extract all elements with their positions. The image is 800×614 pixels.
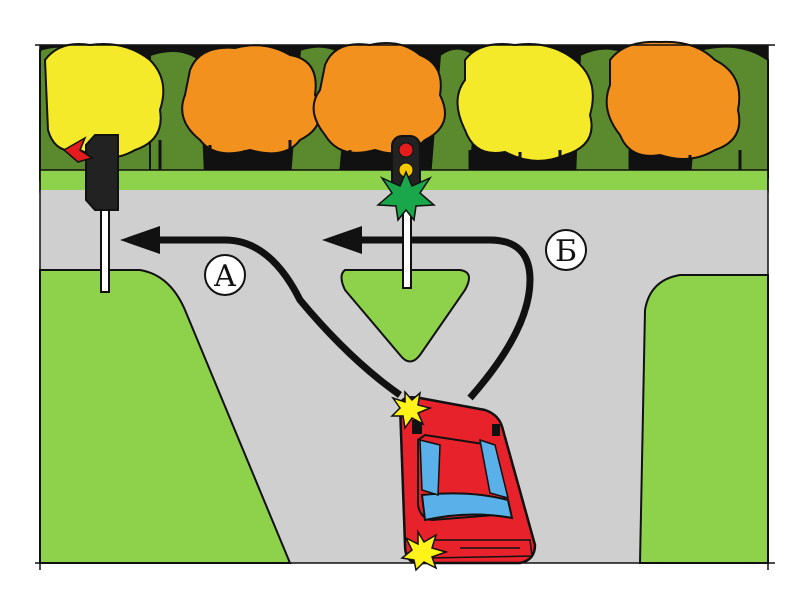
route-b-path <box>355 236 534 401</box>
route-b-arrowhead <box>322 226 362 254</box>
turn-signal-flash-rear-icon <box>400 529 449 572</box>
turn-signal-flash-front-icon <box>390 390 433 430</box>
route-a-path <box>150 236 403 398</box>
left-grass <box>39 269 292 564</box>
traffic-island <box>340 269 470 363</box>
yellow-trees <box>43 43 594 162</box>
route-b-label: Б <box>555 234 577 269</box>
route-a-label: А <box>214 259 237 294</box>
red-car-icon <box>398 396 537 565</box>
route-a-marker: А <box>204 254 246 296</box>
traffic-light-red-icon <box>62 134 119 293</box>
right-grass <box>638 274 769 564</box>
route-b-marker: Б <box>545 229 587 271</box>
orange-trees <box>181 40 741 160</box>
traffic-light-green-icon <box>376 135 436 289</box>
route-a-arrowhead <box>120 226 160 254</box>
frame-border <box>35 44 775 570</box>
